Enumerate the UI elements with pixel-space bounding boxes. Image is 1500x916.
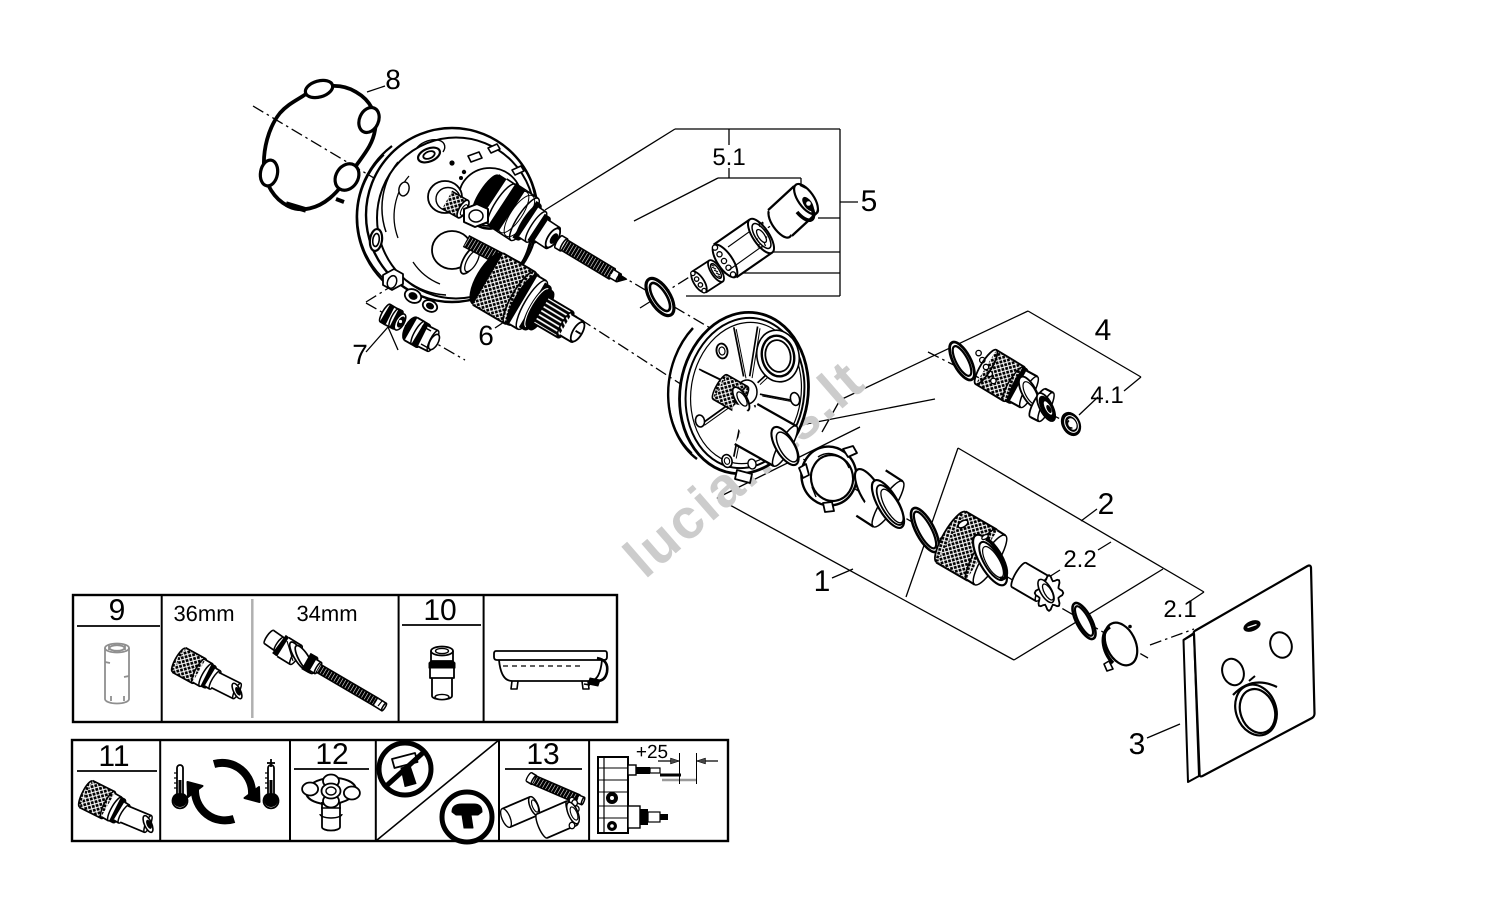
svg-text:4.1: 4.1 bbox=[1090, 382, 1123, 409]
svg-text:5: 5 bbox=[861, 185, 878, 218]
svg-text:36mm: 36mm bbox=[173, 601, 234, 626]
svg-text:9: 9 bbox=[109, 594, 126, 627]
svg-text:2: 2 bbox=[1098, 488, 1115, 521]
svg-text:2.2: 2.2 bbox=[1063, 546, 1096, 573]
svg-text:34mm: 34mm bbox=[296, 601, 357, 626]
svg-text:2.1: 2.1 bbox=[1163, 596, 1196, 623]
svg-text:4: 4 bbox=[1095, 314, 1112, 347]
svg-text:13: 13 bbox=[526, 738, 559, 771]
svg-text:11: 11 bbox=[98, 740, 129, 773]
svg-text:5.1: 5.1 bbox=[712, 144, 745, 171]
svg-text:1: 1 bbox=[814, 565, 831, 598]
svg-text:12: 12 bbox=[315, 738, 348, 771]
svg-text:8: 8 bbox=[385, 64, 401, 95]
svg-text:6: 6 bbox=[478, 320, 494, 351]
svg-text:+25: +25 bbox=[636, 742, 668, 763]
svg-text:10: 10 bbox=[423, 594, 456, 627]
svg-text:7: 7 bbox=[352, 339, 368, 370]
svg-text:3: 3 bbox=[1129, 728, 1146, 761]
